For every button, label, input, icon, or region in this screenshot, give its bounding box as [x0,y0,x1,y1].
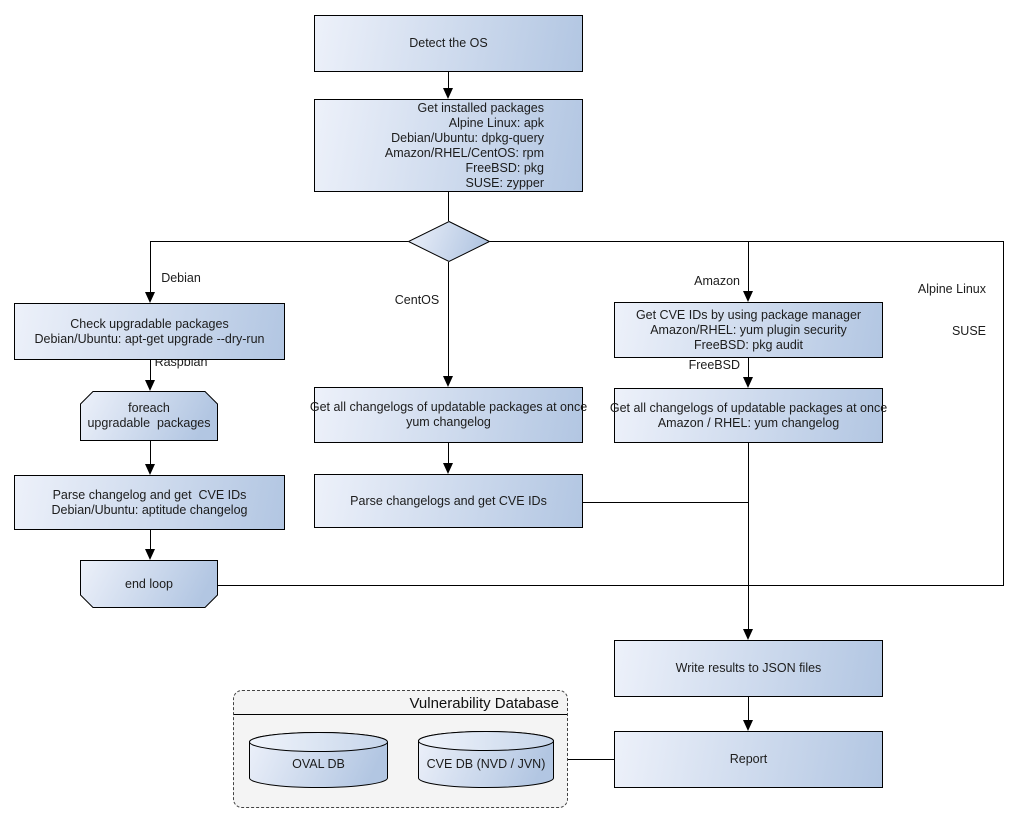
database-cylinder-icon [249,732,388,788]
arrowhead [145,380,155,391]
arrowhead [145,549,155,560]
arrowhead [443,88,453,99]
cve-db-cylinder: CVE DB (NVD / JVN) [418,731,554,788]
arrowhead [743,291,753,302]
node-label: FreeBSD: pkg audit [693,337,804,352]
flow-node-get-installed-packages: Get installed packages Alpine Linux: apk… [314,99,583,192]
oval-db-cylinder: OVAL DB [249,732,388,788]
flow-decision-diamond [407,220,491,263]
edge-check-to-foreach [150,360,151,381]
node-label: FreeBSD: pkg [465,160,544,175]
node-label: Parse changelogs and get CVE IDs [350,493,547,508]
node-label: Get CVE IDs by using package manager [635,307,862,322]
edge-amazon-branch [748,241,749,292]
node-label: Debian/Ubuntu: aptitude changelog [51,502,248,517]
node-label: Get all changelogs of updatable packages… [309,400,588,414]
diamond-shape-icon [407,220,491,263]
edge-cveids-to-changelogs [748,358,749,378]
vulnerability-database-title: Vulnerability Database [409,695,559,712]
edge-db-to-report [568,759,614,760]
edge-parse-to-endloop [150,530,151,550]
node-label-group: OVAL DB [249,732,388,788]
database-cylinder-icon [418,731,554,788]
flow-node-parse-changelog-debian: Parse changelog and get CVE IDs Debian/U… [14,475,285,530]
node-label: end loop [125,576,173,591]
edge-write-to-report [748,697,749,720]
flow-node-get-changelogs-amazon: Get all changelogs of updatable packages… [610,388,887,443]
edge-debian-branch [150,241,151,293]
flow-node-parse-changelogs: Parse changelogs and get CVE IDs [314,474,583,528]
edge-installed-to-decision [448,192,449,221]
edge-parsechangelogs-right [583,502,748,503]
node-label: yum changelog [406,415,491,429]
node-label: Get installed packages [417,100,544,115]
edge-foreach-to-parse [150,441,151,465]
vulnerability-database-panel: Vulnerability Database OVAL DB CVE DB (N… [233,690,568,808]
node-label-group: foreach upgradable packages [80,391,218,441]
edge-label-centos: CentOS [392,265,442,335]
node-label: Amazon/RHEL/CentOS: rpm [384,145,544,160]
loop-end-shape-icon [80,560,218,608]
edge-label-line: Debian [161,271,201,285]
node-label: Check upgradable packages [70,316,229,331]
edge-decision-left [150,241,408,242]
node-label: Detect the OS [409,36,488,50]
edge-alpine-branch [1003,241,1004,586]
flow-node-get-changelogs-yum: Get all changelogs of updatable packages… [310,387,587,443]
edge-label-line: Alpine Linux [917,282,986,296]
node-label: SUSE: zypper [465,175,544,190]
node-label: Report [729,752,768,766]
node-label: Amazon/RHEL: yum plugin security [650,322,847,337]
edge-label-line: Amazon [694,274,740,288]
edge-label-line: FreeBSD [688,358,740,372]
node-label: Write results to JSON files [675,661,822,675]
edge-label-line: CentOS [394,293,440,307]
panel-title-divider [234,714,567,715]
flow-node-check-upgradable: Check upgradable packages Debian/Ubuntu:… [14,303,285,360]
node-label: CVE DB (NVD / JVN) [426,756,546,771]
edge-label-line: SUSE [951,324,986,338]
flow-node-end-loop: end loop [80,560,218,608]
arrowhead [743,720,753,731]
loop-start-shape-icon [80,391,218,441]
node-label: upgradable packages [87,416,211,430]
node-label: OVAL DB [292,757,345,771]
node-label: Debian/Ubuntu: dpkg-query [391,130,544,145]
edge-endloop-right [218,585,1003,586]
flow-node-get-cve-ids-pkg-manager: Get CVE IDs by using package manager Ama… [614,302,883,358]
node-label: Get all changelogs of updatable packages… [609,400,888,415]
node-label-group: CVE DB (NVD / JVN) [418,731,554,788]
arrowhead [443,463,453,474]
node-label: Debian/Ubuntu: apt-get upgrade --dry-run [34,331,265,346]
arrowhead [145,464,155,475]
flow-node-detect-os: Detect the OS [314,15,583,72]
node-label: foreach [128,401,170,415]
edge-decision-right [490,241,1003,242]
arrowhead [443,376,453,387]
node-label: Amazon / RHEL: yum changelog [657,415,840,430]
arrowhead [145,292,155,303]
arrowhead [743,629,753,640]
flow-node-foreach-loop: foreach upgradable packages [80,391,218,441]
node-label: Alpine Linux: apk [448,115,544,130]
edge-label-alpine: Alpine Linux SUSE [896,254,986,366]
node-label: Parse changelog and get CVE IDs [52,487,247,502]
flow-node-report: Report [614,731,883,788]
edge-yum-to-parse [448,443,449,464]
arrowhead [743,377,753,388]
flow-node-write-results: Write results to JSON files [614,640,883,697]
node-label-group: end loop [80,560,218,608]
edge-right-to-write [748,443,749,629]
edge-centos-branch [448,262,449,377]
edge-detect-to-installed [448,72,449,89]
